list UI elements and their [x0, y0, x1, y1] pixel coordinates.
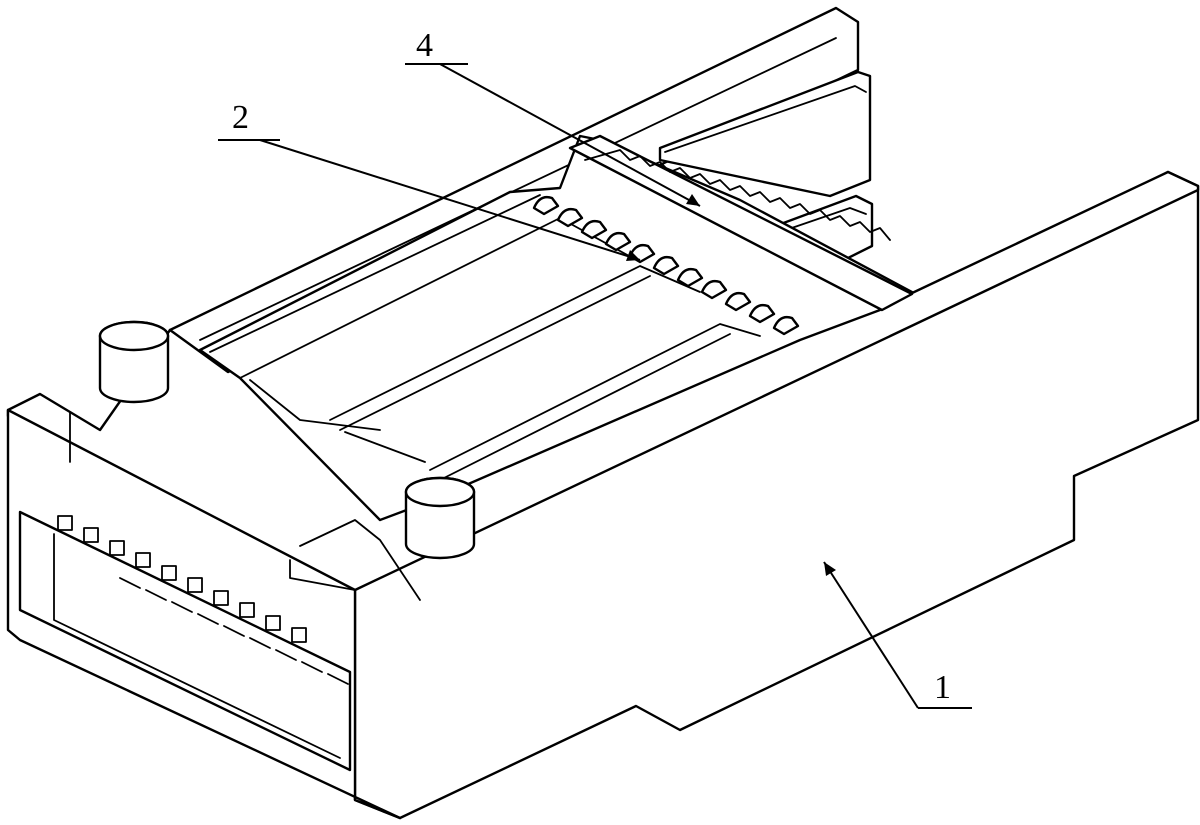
leader-lines: [218, 63, 972, 709]
serrated-bar: [568, 134, 914, 312]
guide-posts: [98, 320, 476, 560]
callout-2: 2: [232, 99, 249, 136]
callout-4: 4: [416, 27, 433, 64]
front-socket: [18, 510, 352, 772]
callout-1: 1: [934, 669, 951, 706]
rear-side-tabs: [658, 70, 874, 264]
contact-pins: [532, 195, 800, 336]
